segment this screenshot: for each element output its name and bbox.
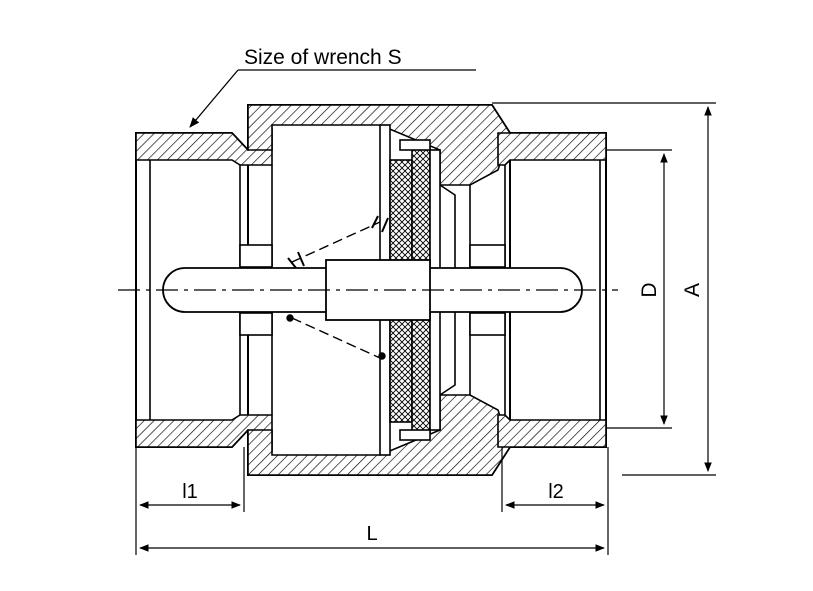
dimension-l1-label: l1 (182, 481, 198, 503)
dimension-a-label: A (681, 283, 704, 297)
dimension-d-label: D (638, 282, 661, 297)
hatched-walls (135, 104, 607, 476)
wrench-leader (189, 69, 476, 128)
wrench-size-label: Size of wrench S (244, 46, 402, 69)
dimension-l2 (501, 447, 609, 555)
dimension-a (492, 102, 716, 476)
dimension-l2-label: l2 (548, 481, 564, 503)
dimension-l-label: L (366, 523, 377, 545)
spring (286, 215, 389, 360)
dimension-d (606, 149, 672, 429)
dimension-l1 (135, 447, 245, 555)
